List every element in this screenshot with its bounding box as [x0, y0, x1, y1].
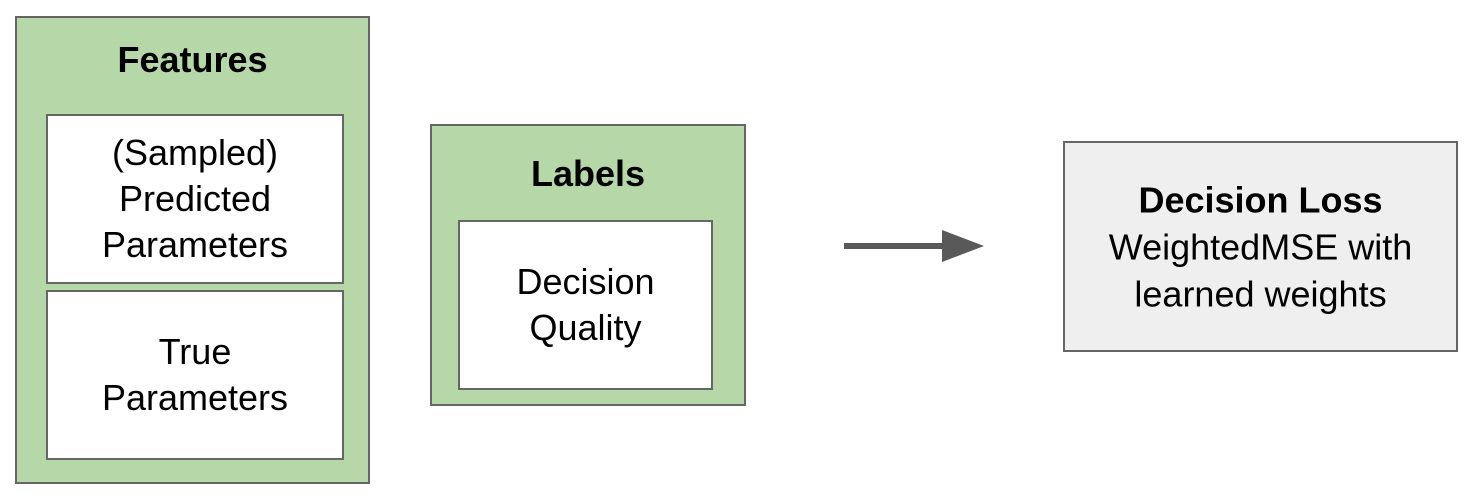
features-title: Features: [117, 39, 268, 80]
decision-loss-content: Decision Loss WeightedMSE with learned w…: [1065, 176, 1456, 317]
predicted-parameters-box: (Sampled) Predicted Parameters: [46, 114, 344, 284]
arrow-head: [942, 230, 984, 262]
labels-group: Labels Decision Quality: [430, 124, 746, 406]
decision-quality-label: Decision Quality: [516, 261, 655, 348]
labels-title: Labels: [530, 153, 646, 194]
features-group: Features (Sampled) Predicted Parameters …: [15, 16, 370, 484]
predicted-parameters-label: (Sampled) Predicted Parameters: [101, 132, 289, 265]
flow-arrow: [844, 230, 984, 262]
true-parameters-label: True Parameters: [101, 331, 289, 418]
decision-loss-box: Decision Loss WeightedMSE with learned w…: [1063, 141, 1458, 352]
decision-loss-title: Decision Loss: [1138, 179, 1383, 220]
true-parameters-box: True Parameters: [46, 290, 344, 460]
decision-quality-box: Decision Quality: [458, 220, 713, 390]
decision-loss-description: WeightedMSE with learned weights: [1108, 226, 1413, 314]
